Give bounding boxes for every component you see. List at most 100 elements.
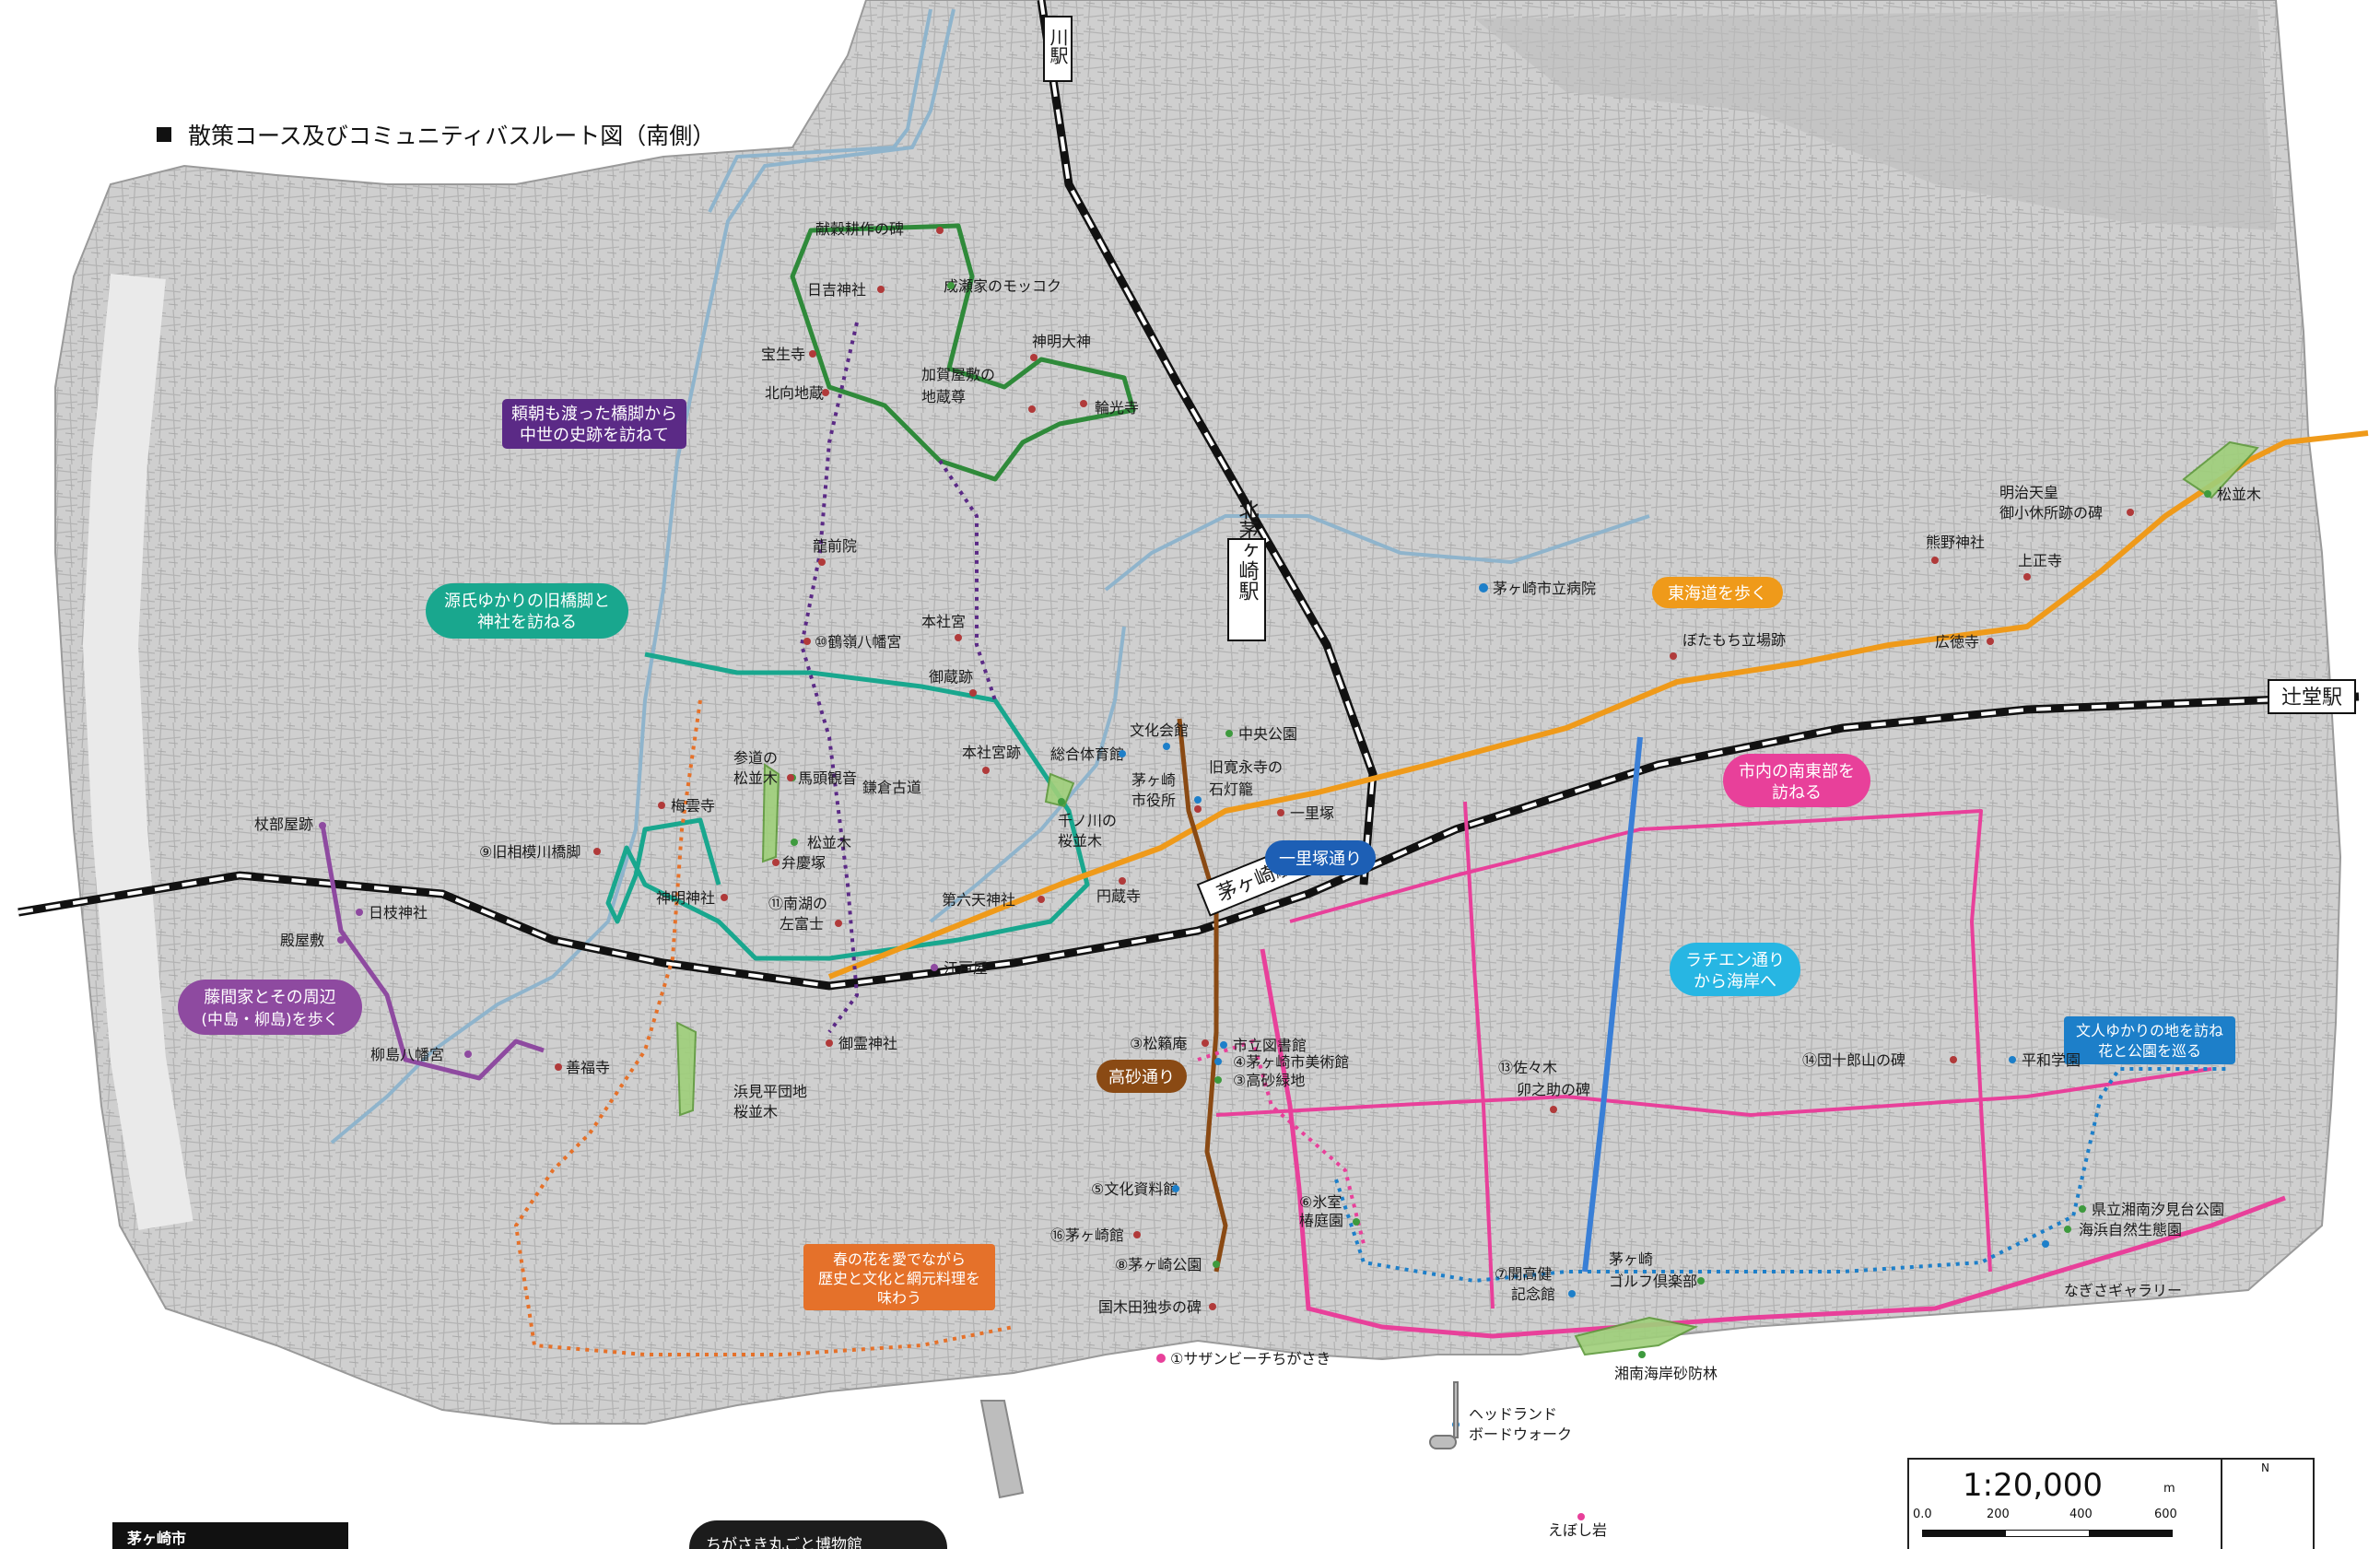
place-56: ④茅ヶ崎市美術館 xyxy=(1214,1053,1349,1071)
place-61-label: 平和学園 xyxy=(2022,1051,2081,1069)
place-7-dot xyxy=(822,389,829,396)
place-34-dot xyxy=(1277,809,1284,816)
place-32: 市役所 xyxy=(1131,792,1202,809)
place-65: 県立湘南汐見台公園 xyxy=(2079,1201,2224,1218)
scale-tick-3: 600 xyxy=(2154,1508,2177,1521)
place-7-label: 北向地蔵 xyxy=(765,384,824,402)
place-0: 献穀耕作の碑 xyxy=(815,220,944,238)
course-label-yoritomo-line2: 中世の史跡を訪ねて xyxy=(520,426,669,445)
place-14: 龍前院 xyxy=(813,537,857,566)
place-27-dot xyxy=(787,774,794,781)
place-1: 成瀬家のモッコク xyxy=(944,277,1061,295)
course-routes xyxy=(320,223,2369,1356)
place-38-label: 弁慶塚 xyxy=(781,854,826,872)
place-37-dot xyxy=(791,839,798,846)
course-label-genji-line2: 神社を訪ねる xyxy=(477,613,577,632)
place-32-label: 市役所 xyxy=(1131,792,1176,809)
course-label-genji-line1: 源氏ゆかりの旧橋脚と xyxy=(444,592,610,611)
place-48-dot xyxy=(931,964,938,971)
place-74-dot xyxy=(1209,1303,1216,1310)
place-18-dot xyxy=(1987,638,1994,645)
route-pink-2 xyxy=(1289,809,1992,1273)
place-47-label: 殿屋敷 xyxy=(280,932,324,949)
place-39-label: 杖部屋跡 xyxy=(254,816,313,833)
place-18: 広徳寺 xyxy=(1935,633,1994,651)
course-label-ichirizuka: 一里塚通り xyxy=(1265,840,1376,875)
place-62-label: ⑤文化資料館 xyxy=(1091,1180,1178,1198)
place-61-dot xyxy=(2009,1056,2016,1063)
place-41-label: 日枝神社 xyxy=(369,904,428,921)
hill-area xyxy=(1474,9,2276,230)
route-brown xyxy=(1177,718,1228,1273)
course-label-tokaido-line1: 東海道を歩く xyxy=(1668,584,1767,604)
place-73-label: なぎさギャラリー xyxy=(2064,1282,2182,1299)
route-dotted-orange xyxy=(514,699,1014,1356)
place-17-label: ぼたもち立場跡 xyxy=(1682,631,1786,649)
place-36: 桜並木 xyxy=(1058,798,1102,850)
place-28-label: 鎌倉古道 xyxy=(862,779,921,796)
place-57-dot xyxy=(1214,1076,1222,1084)
place-43: ⑪南湖の xyxy=(768,895,827,912)
place-40-dot xyxy=(593,848,601,855)
course-label-ichirizuka-line1: 一里塚通り xyxy=(1279,850,1362,869)
place-13: 熊野神社 xyxy=(1926,534,1985,564)
place-23: 総合体育館 xyxy=(1050,745,1126,763)
place-42-dot xyxy=(721,894,728,901)
route-green xyxy=(790,223,1136,482)
place-75-label: ①サザンビーチちがさき xyxy=(1170,1350,1331,1367)
pier xyxy=(979,1400,1025,1499)
place-50: 善福寺 xyxy=(555,1059,610,1076)
scale-bar-seg-2 xyxy=(2089,1531,2172,1536)
course-label-spring-line3: 味わう xyxy=(877,1289,921,1307)
place-68: ⑧茅ヶ崎公園 xyxy=(1115,1256,1220,1273)
place-44-dot xyxy=(835,920,842,927)
course-label-genji: 源氏ゆかりの旧橋脚と 神社を訪ねる xyxy=(426,583,628,639)
place-11: 松並木 xyxy=(2204,486,2261,503)
place-28: 鎌倉古道 xyxy=(862,779,921,796)
place-35: 千ノ川の xyxy=(1058,812,1117,829)
scale-bar xyxy=(1922,1530,2173,1537)
place-47: 殿屋敷 xyxy=(280,932,345,949)
place-67-label: ⑯茅ヶ崎館 xyxy=(1050,1226,1124,1244)
place-8: 輪光寺 xyxy=(1080,399,1139,417)
place-39: 杖部屋跡 xyxy=(254,816,326,833)
place-43-label: ⑪南湖の xyxy=(768,895,827,912)
place-45-label: 第六天神社 xyxy=(942,891,1015,909)
place-70: 記念館 xyxy=(1511,1285,1576,1303)
place-45-dot xyxy=(1038,896,1045,903)
place-24-dot xyxy=(982,767,990,774)
place-40: ⑨旧相模川橋脚 xyxy=(479,843,601,861)
city-name: 茅ヶ崎市 xyxy=(127,1530,187,1547)
place-29-label: 旧寛永寺の xyxy=(1209,758,1283,776)
place-3: 宝生寺 xyxy=(761,346,816,363)
place-6-dot xyxy=(1028,405,1036,413)
place-11-dot xyxy=(2204,490,2211,498)
place-75: ①サザンビーチちがさき xyxy=(1156,1350,1331,1367)
place-4: 神明大神 xyxy=(1030,333,1091,361)
place-40-label: ⑨旧相模川橋脚 xyxy=(479,843,580,861)
course-label-takasago-line1: 高砂通り xyxy=(1108,1068,1175,1087)
place-42-label: 神明神社 xyxy=(656,889,715,907)
place-19-dot xyxy=(803,638,811,645)
course-label-rachien-line1: ラチエン通り xyxy=(1685,951,1785,970)
place-52-label: 浜見平団地 xyxy=(733,1083,807,1100)
course-label-bunjin-line1: 文人ゆかりの地を訪ね xyxy=(2076,1022,2223,1039)
place-64-label: 椿庭園 xyxy=(1299,1212,1343,1229)
place-15: 茅ヶ崎市立病院 xyxy=(1479,580,1596,597)
place-50-dot xyxy=(555,1063,562,1071)
place-13-label: 熊野神社 xyxy=(1926,534,1985,551)
place-71-label: 茅ヶ崎 xyxy=(1609,1250,1653,1268)
place-58: ⑬佐々木 xyxy=(1498,1059,1557,1076)
museum-badge: ちがさき丸ごと博物館 xyxy=(689,1520,947,1549)
route-dotted-purple xyxy=(800,322,997,1034)
place-57-label: ③高砂緑地 xyxy=(1233,1072,1305,1089)
place-10-label: 御小休所跡の碑 xyxy=(1999,504,2103,522)
place-31-label: 茅ヶ崎 xyxy=(1131,771,1176,789)
place-14-dot xyxy=(818,558,826,566)
north-label: N xyxy=(2261,1461,2269,1474)
scale-unit: m xyxy=(2163,1482,2175,1496)
place-22: 文化会館 xyxy=(1130,722,1189,750)
place-58-label: ⑬佐々木 xyxy=(1498,1059,1557,1076)
place-37-label: 松並木 xyxy=(807,834,851,851)
route-teal xyxy=(605,651,1090,961)
